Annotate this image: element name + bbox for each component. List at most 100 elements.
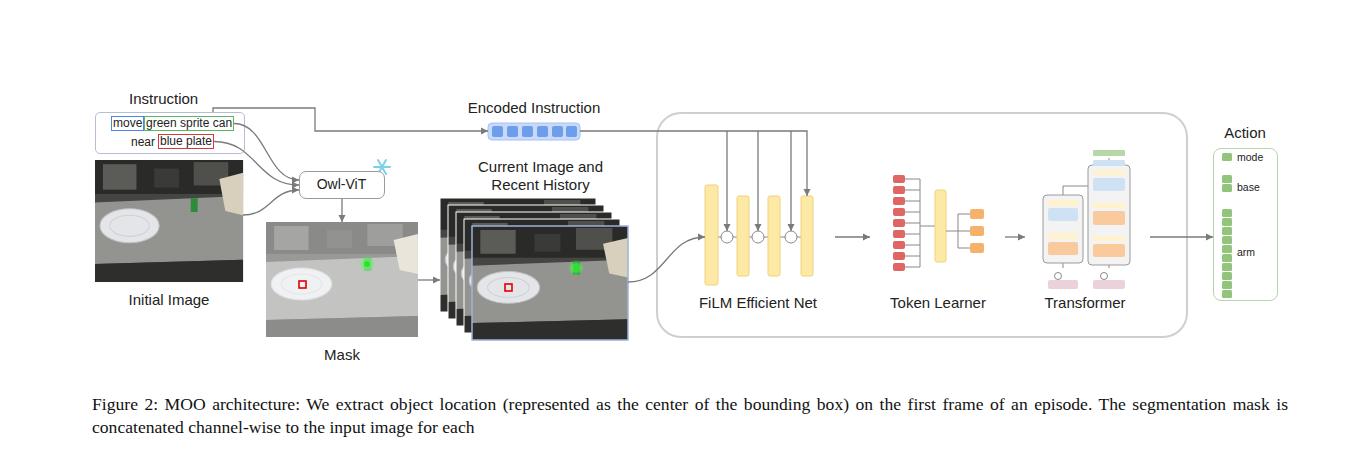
arrow-connector (1005, 234, 1025, 241)
action-token (1222, 153, 1232, 161)
model-box: Owl-ViT (299, 171, 385, 199)
embedding (1093, 280, 1125, 289)
plate-marker (505, 284, 512, 291)
arrow-head (481, 128, 488, 135)
connector-line (790, 131, 791, 231)
action-token (1222, 184, 1232, 192)
ffn-layer (1093, 178, 1125, 191)
network-module: Token Learner (870, 150, 1005, 312)
figure-caption: Figure 2: MOO architecture: We extract o… (92, 393, 1288, 439)
token (492, 126, 503, 137)
token (507, 126, 518, 137)
node-label: Current Image and Recent History (475, 158, 606, 194)
node-label: green sprite can (146, 117, 232, 130)
attention-layer (1093, 211, 1125, 225)
norm-layer (1093, 236, 1125, 241)
action-token (1222, 290, 1232, 298)
model-container (657, 113, 1187, 337)
token-link (905, 179, 935, 267)
conv-layer (705, 185, 718, 285)
node-label: mode (1237, 151, 1263, 163)
embedding (1048, 280, 1078, 289)
input-token (893, 175, 905, 183)
connector-line (757, 131, 758, 231)
attention-layer (1093, 244, 1125, 257)
node-label: FiLM Efficient Net (699, 294, 817, 311)
input-token (893, 241, 905, 249)
conv-layer (801, 196, 813, 276)
output-layer (1093, 160, 1125, 166)
connector-line (243, 190, 299, 215)
node-label: Action (1224, 124, 1266, 141)
film-op (752, 231, 764, 243)
connector-line (418, 279, 440, 280)
norm-layer (1093, 170, 1125, 175)
instruction-box: Instructionnearmovegreen sprite canblue … (95, 112, 245, 154)
arrow-head (863, 234, 870, 241)
input-token (893, 219, 905, 227)
node-label: base (1237, 181, 1260, 193)
token-link (946, 214, 970, 248)
can-glow (361, 258, 373, 270)
positional-op (1055, 273, 1062, 280)
node-label: arm (1237, 246, 1255, 258)
node-label: Transformer (1044, 294, 1125, 311)
arrow-connector (418, 277, 440, 284)
output-token (970, 243, 984, 253)
softmax-layer (1093, 150, 1125, 156)
action-token (1222, 175, 1232, 183)
node-label: Initial Image (95, 291, 243, 308)
ffn-layer (1048, 208, 1078, 221)
arrow-connector (580, 131, 811, 231)
encoder-block (1043, 195, 1083, 263)
node-label: blue plate (160, 135, 212, 148)
connector-line (1005, 236, 1025, 237)
arrow-connector (1150, 234, 1213, 241)
action-token (1222, 227, 1232, 235)
current-frame (472, 226, 628, 340)
connector-line (835, 236, 870, 237)
connector-line (628, 237, 705, 282)
input-token (893, 208, 905, 216)
node-label: Instruction (129, 90, 198, 107)
action-token (1222, 218, 1232, 226)
action-token (1222, 209, 1232, 217)
action-tokens (1222, 153, 1232, 298)
network-module: Transformer (1025, 150, 1150, 312)
connector-line (341, 199, 342, 222)
conv-layer (737, 196, 749, 276)
input-token (893, 263, 905, 271)
action-token (1222, 263, 1232, 271)
action-token (1222, 281, 1232, 289)
token (537, 126, 548, 137)
arrow-head (1206, 234, 1213, 241)
can-marker (573, 265, 579, 271)
connector-line (726, 131, 727, 231)
norm-layer (1048, 233, 1078, 239)
arrow-connector (243, 187, 299, 216)
learner-layer (935, 190, 946, 262)
arrow-connector (835, 234, 870, 241)
arrow-head (1018, 234, 1025, 241)
action-box: Actionmodebasearm (1213, 148, 1278, 301)
mask-overlay (266, 222, 418, 337)
transformer-icon (1043, 150, 1130, 289)
output-token (970, 226, 984, 236)
arrow-connector (213, 108, 488, 135)
connector-line (213, 108, 488, 131)
action-token (1222, 245, 1232, 253)
arrow-head (292, 182, 299, 189)
node-label: move (113, 117, 142, 130)
arrow-connector (628, 234, 705, 283)
arrow-head (292, 177, 299, 184)
network-module: FiLM Efficient Net (700, 150, 835, 312)
node-label: near (131, 135, 155, 149)
can-glow (570, 262, 582, 274)
token-bar (488, 123, 580, 140)
input-token (893, 197, 905, 205)
arrow-connector (339, 199, 346, 222)
history-stack (440, 198, 628, 340)
